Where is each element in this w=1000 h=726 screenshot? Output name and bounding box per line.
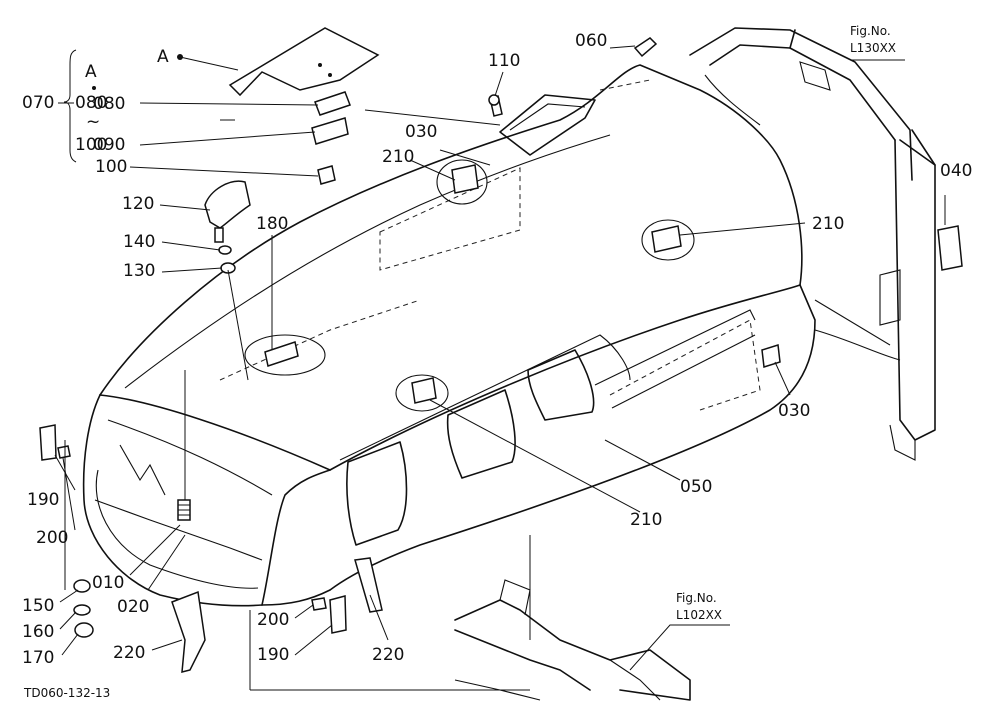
hinge-080 [314, 91, 351, 116]
handle-120 [204, 180, 251, 243]
callout-140: 140 [123, 232, 155, 252]
cover-part-a [228, 27, 380, 97]
pad-210-a [451, 164, 479, 194]
nut-100 [317, 165, 336, 185]
callout-050: 050 [680, 477, 712, 497]
callout-210-top: 210 [382, 147, 414, 167]
callout-190-left: 190 [27, 490, 59, 510]
plate-090 [311, 117, 349, 145]
callout-110: 110 [488, 51, 520, 71]
callout-030-right: 030 [778, 401, 810, 421]
callout-labels: A 080 ~ 100 070 A 080 090 100 060 110 03… [22, 24, 972, 700]
detail-marker-a: A [157, 47, 169, 67]
callout-170: 170 [22, 648, 54, 668]
spring-180 [264, 341, 299, 367]
bracket-190-a [39, 424, 57, 461]
callout-190-bottom: 190 [257, 645, 289, 665]
rear-frame [689, 27, 936, 461]
pad-210-c [411, 377, 437, 404]
spring-020 [177, 499, 191, 521]
group-070-brace [63, 49, 77, 163]
leader-lines [54, 45, 946, 691]
seal-220-b [354, 557, 383, 613]
figure-code: TD060-132-13 [23, 686, 110, 700]
fig-ref-1-title: Fig.No. [850, 24, 891, 38]
callout-130: 130 [123, 261, 155, 281]
callout-210-right: 210 [812, 214, 844, 234]
fig-ref-2-title: Fig.No. [676, 591, 717, 605]
group-070-bottom: 100 [75, 135, 107, 155]
bolt-150 [73, 579, 91, 593]
callout-100: 100 [95, 157, 127, 177]
lower-frame [454, 579, 691, 701]
nut-170 [74, 622, 94, 638]
clip-030-b [761, 344, 781, 368]
callout-060: 060 [575, 31, 607, 51]
callout-030-top: 030 [405, 122, 437, 142]
callout-120: 120 [122, 194, 154, 214]
bolt-200-b [311, 597, 327, 611]
bolt-200-a [57, 445, 71, 459]
callout-160: 160 [22, 622, 54, 642]
callout-200-left: 200 [36, 528, 68, 548]
group-070-mid: 080 [75, 93, 107, 113]
group-070-label: 070 [22, 93, 54, 113]
callout-040: 040 [940, 161, 972, 181]
callout-080: 080 [93, 94, 125, 114]
callout-200-bottom: 200 [257, 610, 289, 630]
washer-160 [73, 604, 91, 616]
clip-060 [633, 37, 658, 58]
canopy-body [82, 64, 816, 607]
bracket-040 [937, 225, 963, 271]
bolt-110 [488, 94, 503, 117]
callout-020: 020 [117, 597, 149, 617]
callout-150: 150 [22, 596, 54, 616]
callout-090: 090 [93, 135, 125, 155]
pad-210-b [651, 225, 682, 253]
callout-180: 180 [256, 214, 288, 234]
callout-010: 010 [92, 573, 124, 593]
washer-140 [218, 245, 232, 255]
group-070-top: A [85, 62, 97, 82]
bracket-190-b [329, 595, 347, 634]
callout-220-bottom: 220 [372, 645, 404, 665]
fig-ref-2-code: L102XX [676, 608, 722, 622]
fig-ref-1-code: L130XX [850, 41, 896, 55]
svg-text:~: ~ [86, 112, 100, 132]
seal-220-a [171, 590, 206, 673]
callout-220-left: 220 [113, 643, 145, 663]
callout-210-bottom: 210 [630, 510, 662, 530]
